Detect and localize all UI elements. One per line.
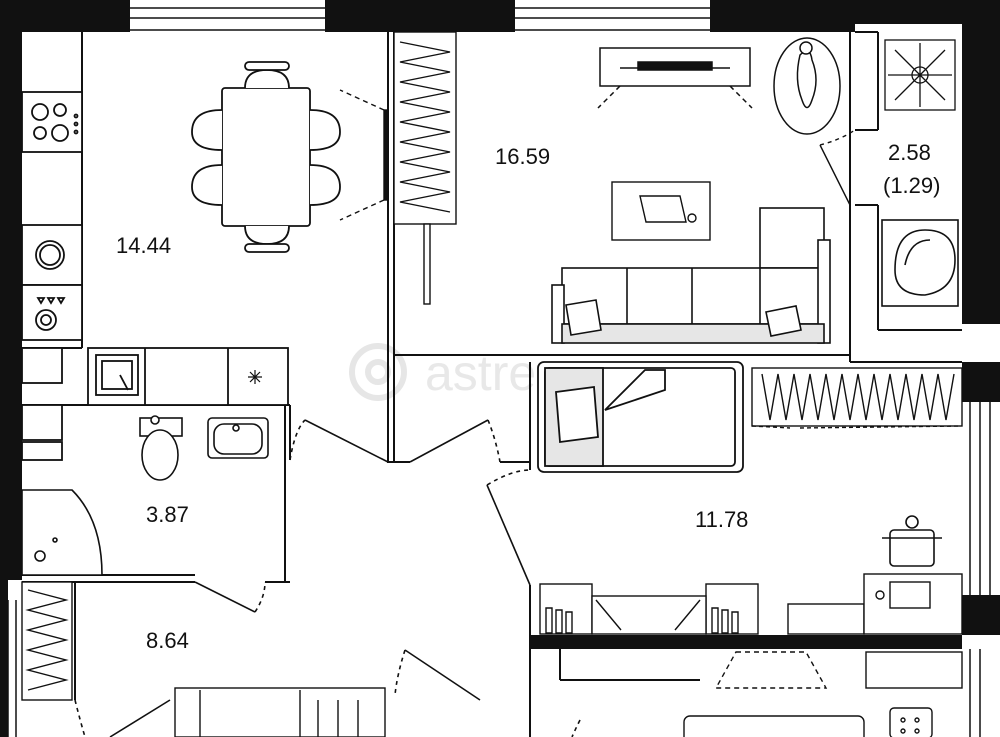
dining-table	[191, 61, 341, 253]
balcony-door	[819, 129, 856, 206]
windows	[7, 7, 991, 737]
room-area-balcony-note: (1.29)	[883, 173, 940, 198]
hall-wardrobe	[21, 581, 73, 701]
kitchen-lower-cabinets	[21, 347, 289, 461]
door-swings	[74, 419, 581, 737]
balcony-chair-icon	[881, 219, 959, 307]
kitchen-counter	[21, 91, 83, 341]
room-area-kitchen: 14.44	[116, 233, 171, 258]
wardrobe-living	[393, 31, 457, 305]
bathroom-fixtures	[21, 415, 269, 576]
desk-laptop-icon	[611, 181, 711, 241]
bed	[537, 361, 744, 473]
tv-living-icon	[597, 47, 753, 109]
bedroom-desk	[539, 573, 963, 635]
balcony-plant-icon	[884, 39, 956, 111]
room-area-hall: 8.64	[146, 628, 189, 653]
room-area-bedroom: 11.78	[695, 507, 748, 532]
tv-icon	[339, 89, 389, 221]
pet-bed-icon	[773, 37, 841, 135]
room-area-bathroom: 3.87	[146, 502, 189, 527]
watermark-logo-icon	[349, 343, 407, 401]
room-area-living: 16.59	[495, 144, 550, 169]
sofa	[551, 207, 831, 344]
pot-icon	[882, 515, 942, 567]
bedroom-wardrobe	[751, 367, 963, 429]
room-area-balcony: 2.58	[888, 140, 931, 165]
lower-furniture	[174, 651, 963, 737]
